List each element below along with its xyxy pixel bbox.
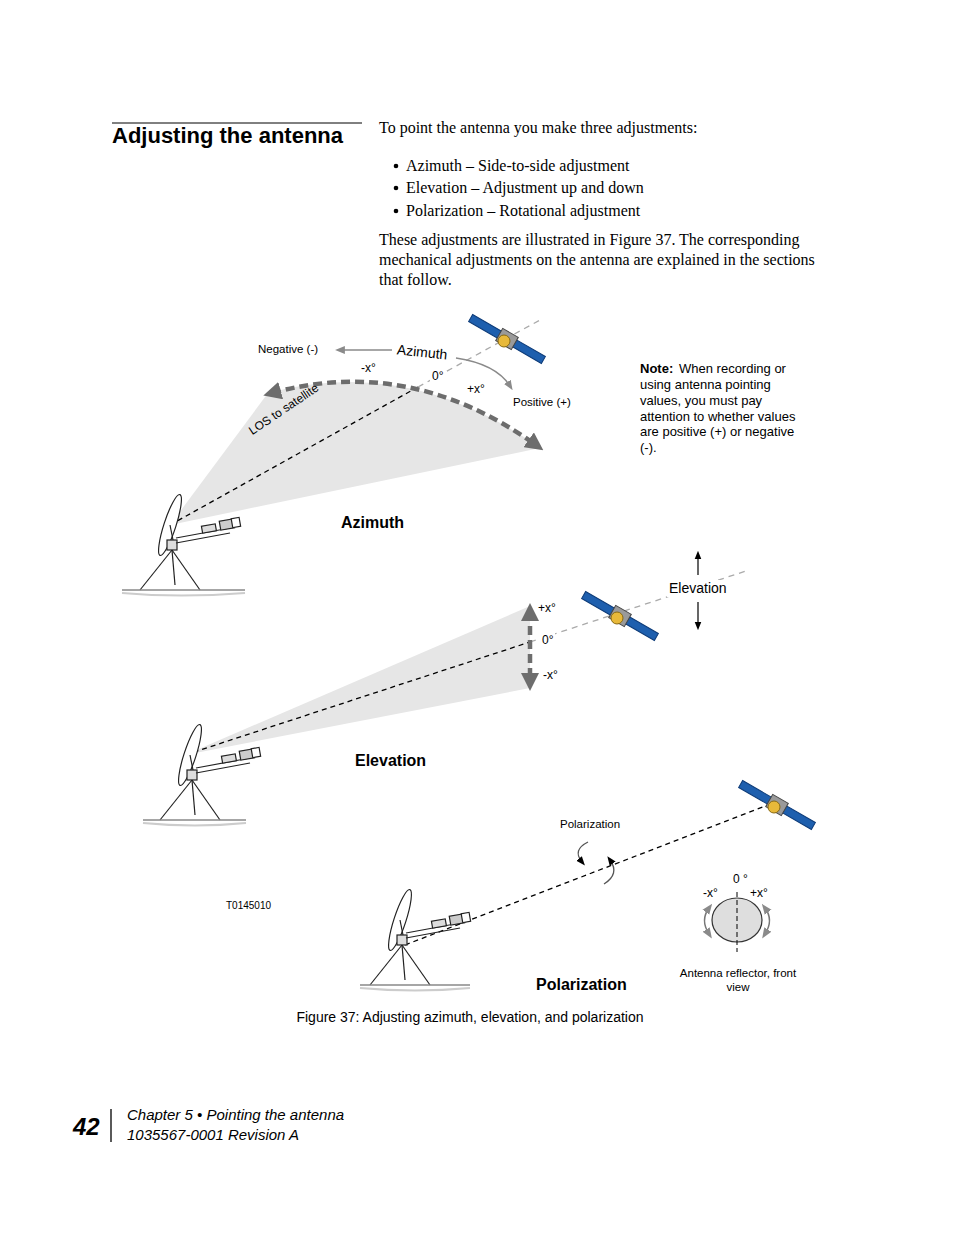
angle-label: +x° [467, 382, 485, 396]
figure-id: T0145010 [226, 900, 271, 912]
angle-label: +x° [538, 601, 556, 615]
panel-title: Azimuth [341, 513, 404, 532]
angle-label: -x° [703, 886, 718, 900]
angle-label: 0° [540, 633, 555, 647]
angle-label: -x° [543, 668, 558, 682]
angle-label: 0 ° [733, 872, 748, 886]
document-number: 1035567-0001 Revision A [127, 1126, 299, 1144]
body-paragraph: These adjustments are illustrated in Fig… [379, 230, 834, 290]
bullet-item: Polarization – Rotational adjustment [406, 201, 640, 220]
direction-label: Positive (+) [513, 396, 571, 410]
reflector-label: Antenna reflector, front view [678, 967, 798, 995]
figure-caption: Figure 37: Adjusting azimuth, elevation,… [296, 1009, 643, 1026]
axis-label: Elevation [667, 580, 729, 597]
angle-label: +x° [750, 886, 768, 900]
angle-label: -x° [361, 361, 376, 375]
axis-label: Polarization [560, 818, 620, 832]
bullet-item: Elevation – Adjustment up and down [406, 178, 644, 197]
angle-label: 0° [430, 369, 445, 383]
panel-title: Elevation [355, 751, 426, 770]
bullet-item: Azimuth – Side-to-side adjustment [406, 156, 630, 175]
direction-label: Negative (-) [258, 343, 318, 357]
note-heading: Note: [640, 361, 673, 377]
section-title: Adjusting the antenna [112, 123, 343, 149]
chapter-footer: Chapter 5 • Pointing the antenna [127, 1106, 344, 1124]
axis-label: Azimuth [394, 341, 450, 363]
panel-title: Polarization [536, 975, 627, 994]
note-text: When recording or using antenna pointing… [640, 361, 810, 456]
intro-text: To point the antenna you make three adju… [379, 118, 697, 137]
page-number: 42 [73, 1113, 100, 1142]
